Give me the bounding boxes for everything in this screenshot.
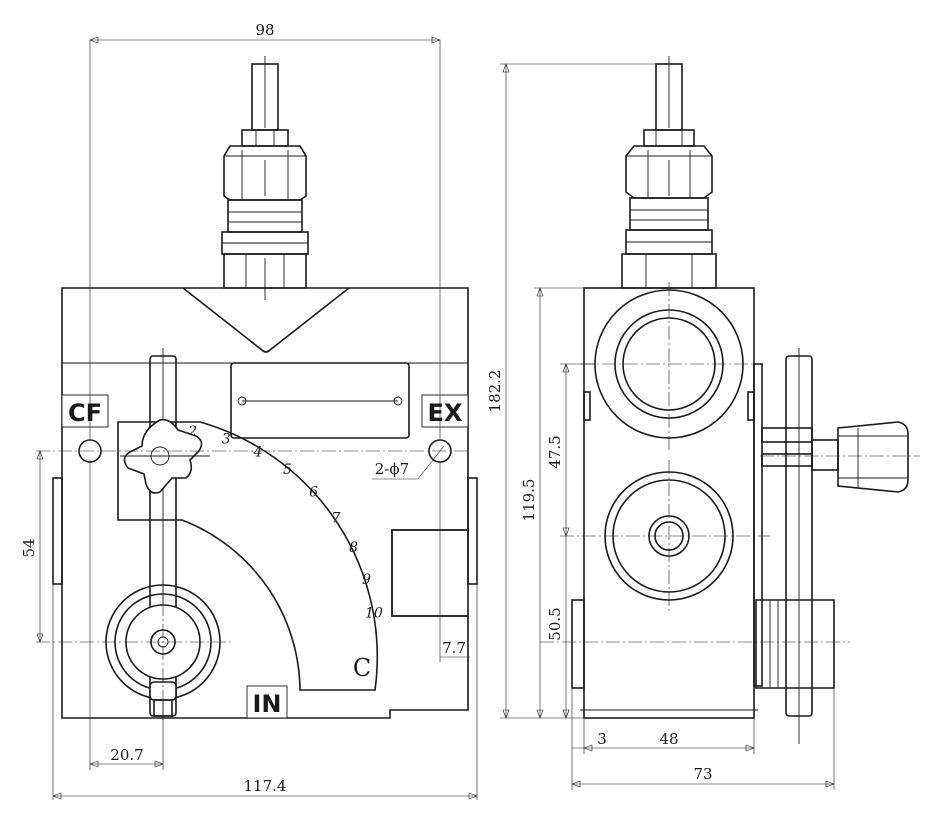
- dim-20-7: 20.7: [110, 746, 143, 764]
- dim-119-5: 119.5: [520, 479, 538, 522]
- port-label-ex: EX: [428, 399, 463, 427]
- scale-mark: 8: [349, 540, 358, 556]
- scale-mark: 5: [283, 462, 292, 478]
- side-view: 182.2 119.5 47.5 50.5 3 48: [486, 56, 920, 790]
- dim-48: 48: [659, 730, 678, 748]
- scale-mark: 6: [309, 484, 318, 500]
- scale-mark: 3: [222, 432, 231, 448]
- dim-54: 54: [20, 538, 38, 557]
- scale-mark: 2: [187, 424, 197, 440]
- scale-mark: 7: [331, 511, 340, 527]
- dim-7-7: 7.7: [442, 639, 466, 657]
- side-top-port: [580, 282, 760, 450]
- scale-mark: 10: [365, 605, 383, 621]
- dim-182-2: 182.2: [486, 370, 504, 413]
- side-adjuster: [621, 56, 717, 289]
- side-lever: [540, 348, 920, 744]
- front-adjuster: [221, 56, 309, 300]
- dim-47-5: 47.5: [546, 435, 564, 468]
- dim-117-4: 117.4: [244, 777, 287, 795]
- dim-holes: 2-ϕ7: [375, 460, 409, 478]
- dim-3: 3: [597, 730, 607, 748]
- port-label-in: IN: [252, 690, 281, 718]
- scale-mark: 4: [253, 444, 263, 460]
- port-label-cf: CF: [68, 399, 102, 427]
- scale-plate: [117, 421, 379, 691]
- front-dimensions: 98 117.4 54 20.7 7.7: [20, 21, 478, 800]
- side-mid-port: [560, 460, 770, 612]
- scale-mark: 9: [362, 572, 371, 588]
- front-name-plate: [230, 362, 410, 439]
- scale-symbol: C: [353, 654, 371, 682]
- dim-50-5: 50.5: [546, 607, 564, 640]
- dim-98: 98: [255, 21, 274, 39]
- side-dimensions: 182.2 119.5 47.5 50.5 3 48: [486, 63, 835, 790]
- dim-73: 73: [693, 765, 712, 783]
